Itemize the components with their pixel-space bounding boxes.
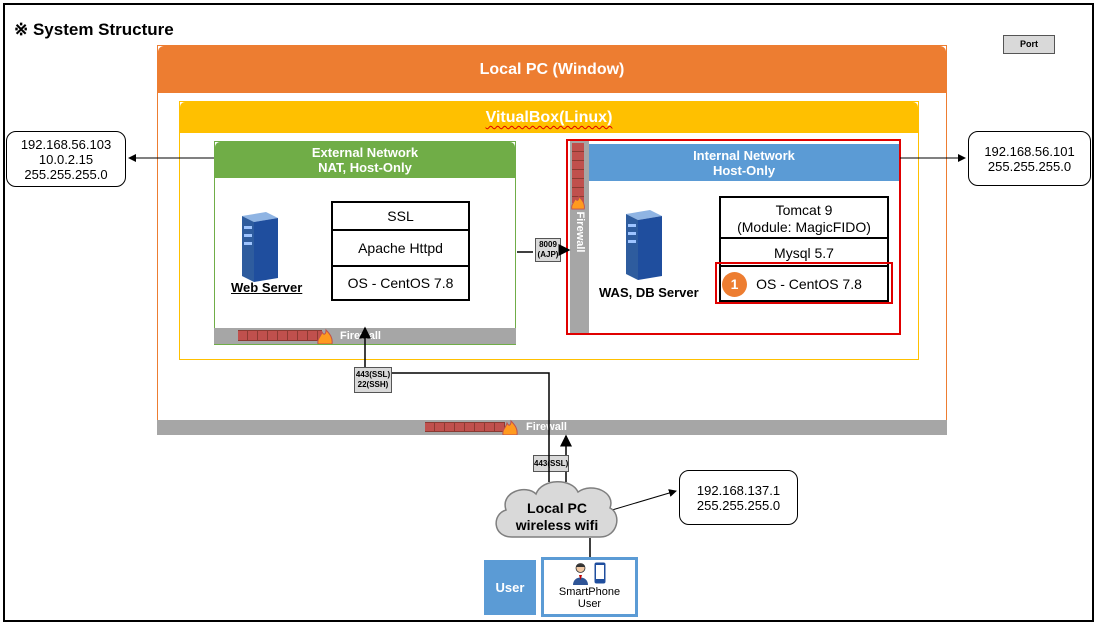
highlight-internal-box [566,139,901,335]
was-db-server-label: WAS, DB Server [599,285,699,300]
internal-network-title: Internal Network [693,148,795,163]
flame-icon [501,419,519,436]
smartphone-user-box: SmartPhone User [541,557,638,617]
port-ajp: 8009(AJP) [535,238,561,262]
external-network-header: External Network NAT, Host-Only [215,142,515,178]
virtualbox-label: VitualBox(Linux) [485,109,613,126]
server-icon [620,210,662,280]
step-badge: 1 [722,272,747,297]
outer-firewall-label: Firewall [526,421,567,433]
ip-box-external: 192.168.56.103 10.0.2.15 255.255.255.0 [6,131,126,187]
cloud-icon [495,481,618,538]
flame-icon [316,328,334,345]
server-icon [236,212,278,282]
firewall-brick-icon [425,422,505,432]
stack-os-was: OS - CentOS 7.8 [719,265,889,302]
port-legend: Port [1003,35,1055,54]
stack-tomcat: Tomcat 9 (Module: MagicFIDO) [719,196,889,239]
smartphone-user-label: User [577,598,602,610]
web-server-label: Web Server [231,280,303,295]
page-title: ※ System Structure [14,20,174,39]
smartphone-label: SmartPhone [558,586,621,598]
outer-firewall-bar [157,420,947,435]
external-network-subtitle: NAT, Host-Only [318,160,412,175]
external-network-title: External Network [311,145,419,160]
line-web-to-wifi [392,372,550,482]
arrow-to-wifi-ip [611,489,677,511]
highlight-os-box [715,262,893,304]
port-wifi: 443(SSL) [533,455,569,472]
stack-os-web: OS - CentOS 7.8 [331,265,470,301]
stack-tomcat-module: (Module: MagicFIDO) [737,219,871,235]
diagram-frame [3,3,1094,622]
virtualbox-header: VitualBox(Linux) [180,102,918,133]
firewall-brick-icon [572,143,584,203]
user-box: User [484,560,536,615]
stack-tomcat-name: Tomcat 9 [775,202,833,218]
smartphone-icon [594,562,606,584]
phone-icons [544,560,635,586]
ip-box-wifi: 192.168.137.1 255.255.255.0 [679,470,798,525]
person-icon [573,563,588,585]
internal-network-header: Internal Network Host-Only [589,144,899,181]
ip-box-internal: 192.168.56.101 255.255.255.0 [968,131,1091,186]
cloud-label: Local PC wireless wifi [515,500,599,533]
stack-apache: Apache Httpd [331,229,470,267]
internal-network-subtitle: Host-Only [712,163,776,178]
port-web: 443(SSL)22(SSH) [354,367,392,393]
firewall-brick-icon [238,330,322,341]
flame-icon [570,194,586,210]
local-pc-header: Local PC (Window) [158,46,946,93]
